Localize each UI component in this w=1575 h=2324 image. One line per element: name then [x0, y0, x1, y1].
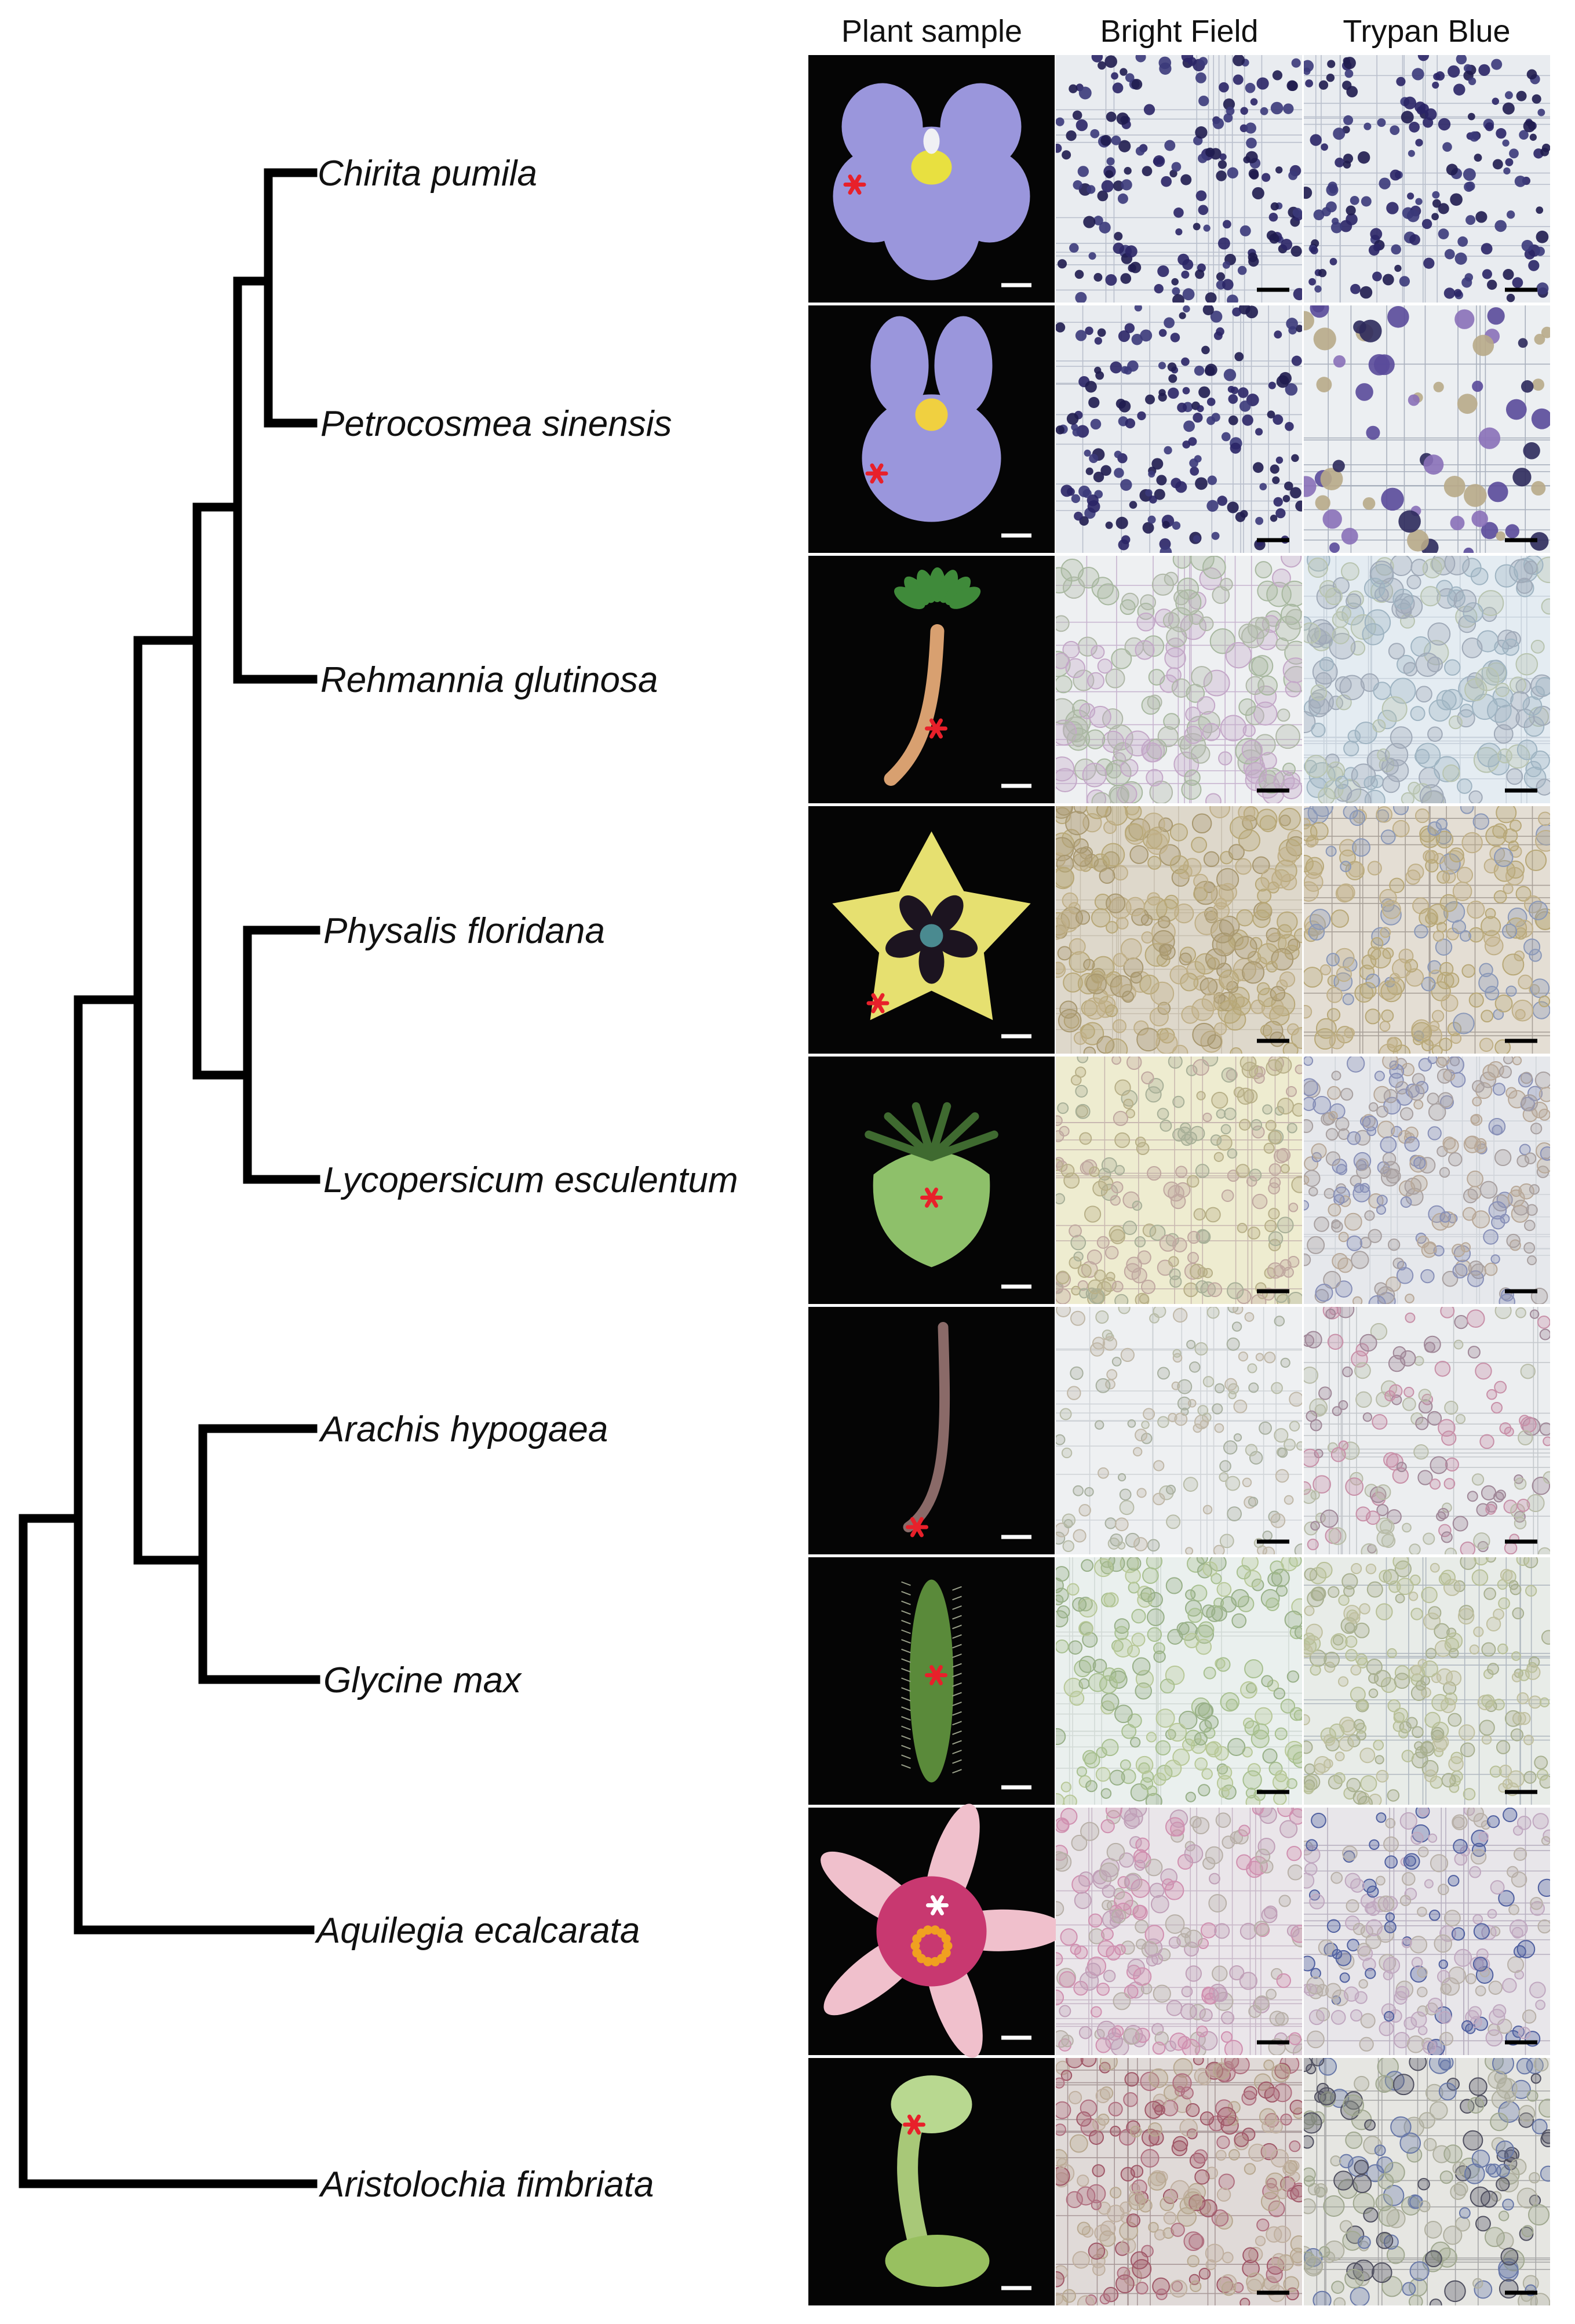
asterisk-marker: [906, 1517, 928, 1538]
micrograph-panel: [1056, 2058, 1302, 2305]
species-label-rehmannia: Rehmannia glutinosa: [320, 660, 658, 700]
plant-sample-photo: [808, 305, 1055, 553]
micrograph-panel: [1304, 556, 1550, 803]
micrograph-panel: [1304, 806, 1550, 1054]
phylogenetic-tree: [19, 168, 320, 2188]
micrograph-panel: [1304, 305, 1550, 553]
header-trypan-blue: Trypan Blue: [1343, 14, 1510, 49]
asterisk-marker: [925, 1665, 947, 1685]
micrograph-panel: [1056, 55, 1302, 303]
asterisk-marker: [926, 1895, 949, 1915]
species-labels: Chirita pumila Petrocosmea sinensis Rehm…: [314, 154, 738, 2205]
asterisk-marker: [903, 2114, 925, 2135]
asterisk-marker: [866, 993, 889, 1014]
micrograph-panel: [1056, 1057, 1302, 1304]
micrograph-panel: [1304, 1557, 1550, 1805]
plant-sample-photo: [808, 1804, 1065, 2058]
micrograph-panel: [1304, 1307, 1550, 1554]
species-label-petrocosmea: Petrocosmea sinensis: [320, 404, 672, 444]
header-bright-field: Bright Field: [1100, 14, 1258, 49]
micrograph-panel: [1304, 1057, 1550, 1304]
micrograph-panel: [1056, 1808, 1302, 2055]
asterisk-marker: [843, 174, 866, 195]
micrograph-panel: [1056, 806, 1302, 1054]
micrograph-panel: [1056, 305, 1302, 553]
species-label-aquilegia: Aquilegia ecalcarata: [314, 1911, 640, 1951]
plant-sample-photo: [808, 1557, 1055, 1805]
species-label-arachis: Arachis hypogaea: [318, 1409, 608, 1449]
plant-sample-photo: [808, 806, 1055, 1054]
micrograph-panel: [1304, 1808, 1550, 2055]
species-label-chirita: Chirita pumila: [318, 154, 537, 194]
asterisk-marker: [920, 1188, 943, 1208]
header-plant-sample: Plant sample: [841, 14, 1022, 49]
plant-sample-photo: [808, 556, 1055, 803]
plant-sample-photo: [808, 1307, 1055, 1554]
asterisk-marker: [865, 463, 888, 484]
micrograph-panel: [1304, 2058, 1550, 2305]
plant-sample-photo: [808, 55, 1055, 303]
image-panel-grid: [808, 55, 1550, 2305]
micrograph-panel: [1056, 1307, 1302, 1554]
species-label-physalis: Physalis floridana: [323, 911, 605, 951]
plant-sample-photo: [808, 1057, 1055, 1304]
micrograph-panel: [1056, 556, 1302, 803]
plant-sample-photo: [808, 2058, 1055, 2305]
species-label-aristolochia: Aristolochia fimbriata: [318, 2165, 654, 2205]
column-headers: Plant sample Bright Field Trypan Blue: [841, 14, 1511, 49]
species-label-lycopersicum: Lycopersicum esculentum: [323, 1160, 738, 1200]
species-label-glycine: Glycine max: [323, 1660, 522, 1700]
micrograph-panel: [1056, 1557, 1302, 1805]
micrograph-panel: [1304, 55, 1550, 303]
asterisk-marker: [925, 718, 947, 739]
